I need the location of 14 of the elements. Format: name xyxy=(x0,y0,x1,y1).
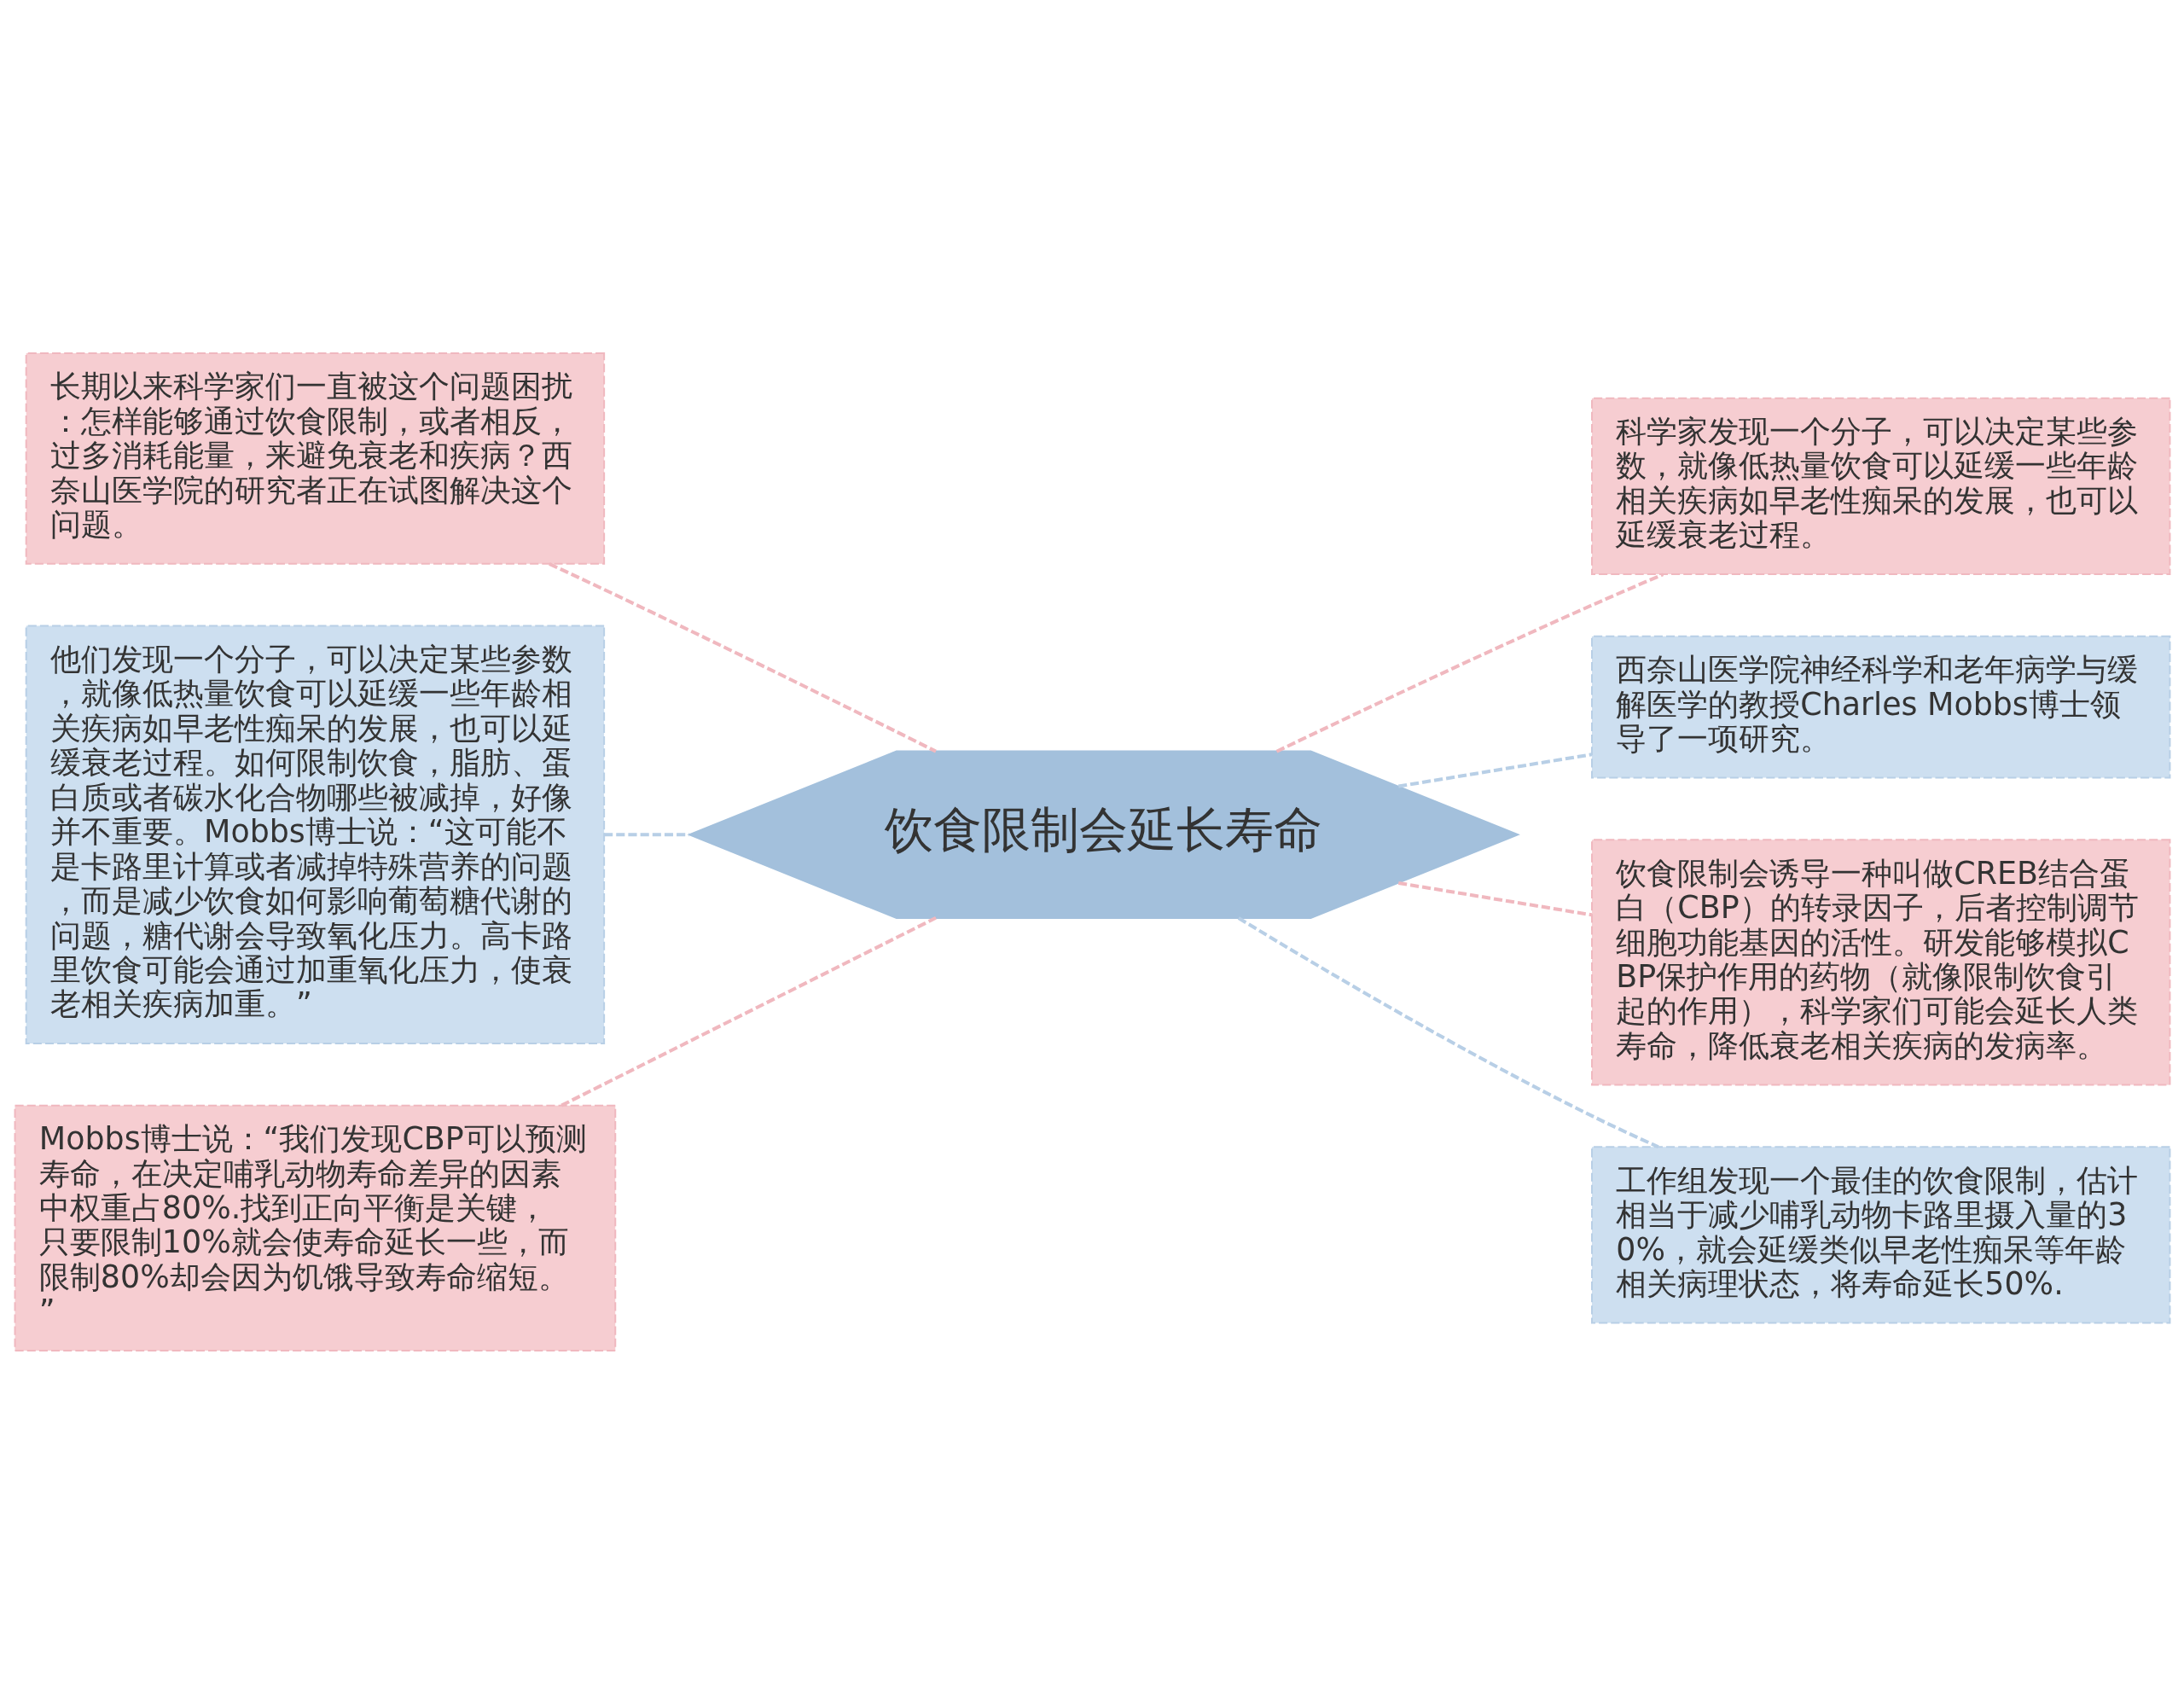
connector xyxy=(1275,572,1664,753)
node-box: 工作组发现一个最佳的饮食限制，估计相当于减少哺乳动物卡路里摄入量的30%，就会延缓类似早老性痴呆等年龄相关病理状态，将寿命延长50%. xyxy=(1590,1145,2170,1324)
connector xyxy=(1397,752,1592,788)
node-box: 饮食限制会诱导一种叫做CREB结合蛋白（CBP）的转录因子，后者控制调节细胞功能基因的活性。研发能够模拟CBP保护作用的药物（就像限制饮食引起的作用），科学家们可能会延长人类寿命，降低衰老相关疾病的发病率。 xyxy=(1590,838,2170,1085)
connector xyxy=(1237,915,1659,1148)
node-box: 科学家发现一个分子，可以决定某些参数，就像低热量饮食可以延缓一些年龄相关疾病如早老性痴呆的发展，也可以延缓衰老过程。 xyxy=(1590,397,2170,575)
node-box: 西奈山医学院神经科学和老年病学与缓解医学的教授Charles Mobbs博士领导了一项研究。 xyxy=(1590,635,2170,779)
connector xyxy=(560,915,937,1107)
node-box: 他们发现一个分子，可以决定某些参数，就像低热量饮食可以延缓一些年龄相关疾病如早老性痴呆的发展，也可以延缓衰老过程。如何限制饮食，脂肪、蛋白质或者碳水化合物哪些被减掉，好像并不重要。Mobbs博士说：“这可能不是卡路里计算或者减掉特殊营养的问题，而是减少饮食如何影响葡萄糖代谢的问题，糖代谢会导致氧化压力。高卡路里饮食可能会通过加重氧化压力，使衰老相关疾病加重。” xyxy=(25,625,605,1044)
node-box: Mobbs博士说：“我们发现CBP可以预测寿命，在决定哺乳动物寿命差异的因素中权重占80%.找到正向平衡是关键，只要限制10%就会使寿命延长一些，而限制80%却会因为饥饿导致寿命缩短。” xyxy=(14,1104,616,1351)
node-box: 长期以来科学家们一直被这个问题困扰：怎样能够通过饮食限制，或者相反，过多消耗能量，来避免衰老和疾病？西奈山医学院的研究者正在试图解决这个问题。 xyxy=(25,352,605,565)
connector xyxy=(603,832,689,836)
connector xyxy=(1397,881,1592,916)
connector xyxy=(548,561,937,753)
